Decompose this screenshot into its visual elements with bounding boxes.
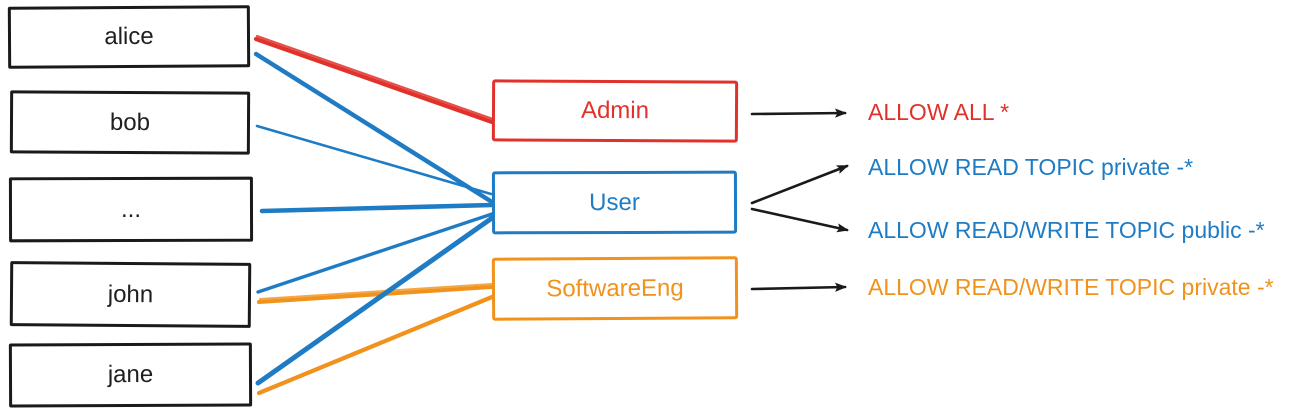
link-john-user	[256, 212, 494, 294]
permission-allow-all: ALLOW ALL *	[868, 99, 1010, 125]
permission-read-topic-private: ALLOW READ TOPIC private -*	[868, 154, 1194, 180]
role-box-label: Admin	[580, 96, 650, 125]
arrow-user-readwrite-public	[750, 207, 849, 233]
role-box-user[interactable]: User	[491, 170, 738, 235]
user-box-label: jane	[107, 360, 154, 389]
arrow-user-read-private	[750, 164, 849, 205]
user-box-ellipsis[interactable]: ...	[8, 176, 254, 243]
link-ellipsis-user	[259, 202, 495, 214]
link-alice-user	[253, 51, 495, 205]
link-jane-softwareeng	[256, 294, 495, 396]
permission-readwrite-topic-private: ALLOW READ/WRITE TOPIC private -*	[868, 274, 1274, 300]
arrow-softwareeng-readwrite-private	[750, 282, 847, 292]
user-box-bob[interactable]: bob	[9, 90, 251, 155]
user-box-label: bob	[109, 108, 151, 136]
role-box-label: User	[589, 188, 640, 216]
link-bob-user	[255, 124, 493, 196]
link-john-softwareeng	[257, 283, 493, 304]
link-alice-admin	[253, 34, 495, 125]
arrow-admin-allow-all	[750, 108, 847, 118]
user-box-label: alice	[104, 22, 154, 51]
role-box-softwareeng[interactable]: SoftwareEng	[491, 256, 739, 321]
user-box-jane[interactable]: jane	[8, 342, 253, 408]
user-box-john[interactable]: john	[9, 261, 252, 328]
user-box-label: john	[107, 280, 154, 308]
role-box-label: SoftwareEng	[546, 274, 684, 302]
permission-readwrite-topic-public: ALLOW READ/WRITE TOPIC public -*	[868, 217, 1265, 243]
user-box-label: ...	[120, 195, 142, 223]
role-box-admin[interactable]: Admin	[491, 79, 739, 143]
user-box-alice[interactable]: alice	[7, 5, 251, 69]
link-jane-user	[255, 215, 495, 386]
